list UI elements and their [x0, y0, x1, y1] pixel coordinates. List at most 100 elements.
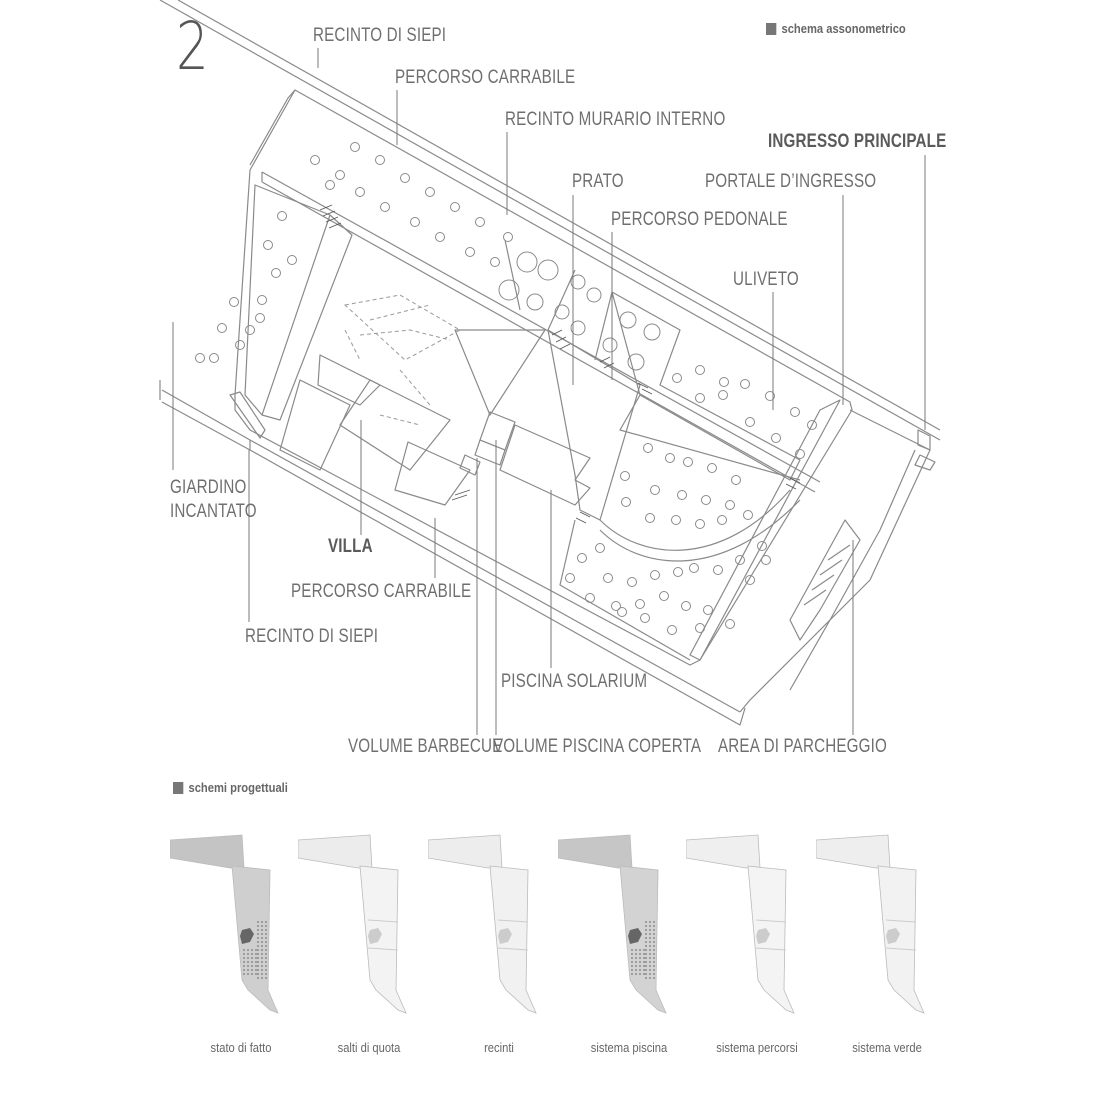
scheme-thumbnail	[428, 834, 537, 1014]
tree-icon	[659, 591, 669, 601]
tree-icon	[195, 353, 205, 363]
tree-icon	[695, 519, 705, 529]
tree-icon	[287, 255, 297, 265]
tree-icon	[565, 573, 575, 583]
tree-icon	[617, 607, 627, 617]
tree-icon	[595, 543, 605, 553]
scheme-caption: sistema piscina	[590, 1040, 668, 1055]
tree-icon	[503, 232, 513, 242]
tree-icon	[745, 575, 755, 585]
tree-icon	[570, 274, 586, 290]
label-villa: VILLA	[328, 536, 373, 557]
tree-icon	[611, 601, 621, 611]
tree-icon	[255, 313, 265, 323]
label-percorso-carrabile-top: PERCORSO CARRABILE	[395, 67, 576, 88]
tree-icon	[586, 287, 602, 303]
label-recinto-siepi-bottom: RECINTO DI SIEPI	[245, 626, 379, 647]
tree-icon	[643, 443, 653, 453]
tree-icon	[695, 365, 705, 375]
tree-icon	[450, 202, 460, 212]
scheme-thumbnail	[558, 834, 667, 1014]
tree-icon	[245, 325, 255, 335]
tree-icon	[672, 373, 682, 383]
tree-icon	[671, 515, 681, 525]
tree-icon	[650, 485, 660, 495]
tree-icon	[325, 180, 335, 190]
label-percorso-pedonale: PERCORSO PEDONALE	[611, 209, 788, 230]
tree-icon	[695, 623, 705, 633]
tree-icon	[271, 268, 281, 278]
tree-icon	[490, 257, 500, 267]
tree-icon	[689, 563, 699, 573]
label-uliveto: ULIVETO	[733, 269, 799, 290]
tree-icon	[410, 217, 420, 227]
tree-icon	[718, 390, 728, 400]
tree-icon	[765, 391, 775, 401]
tree-icon	[683, 457, 693, 467]
tree-icon	[277, 211, 287, 221]
label-incantato: INCANTATO	[170, 501, 257, 522]
tree-icon	[380, 202, 390, 212]
tree-icon	[263, 240, 273, 250]
tree-icon	[375, 155, 385, 165]
scheme-thumbnail	[686, 834, 795, 1014]
tree-icon	[537, 259, 559, 281]
label-giardino: GIARDINO	[170, 477, 247, 498]
tree-icon	[465, 247, 475, 257]
tree-icon	[585, 593, 595, 603]
tree-icon	[526, 293, 544, 311]
tree-icon	[790, 407, 800, 417]
scheme-thumbnail	[298, 834, 407, 1014]
tree-icon	[673, 567, 683, 577]
tree-icon	[435, 232, 445, 242]
tree-icon	[603, 573, 613, 583]
label-prato: PRATO	[572, 171, 624, 192]
tree-icon	[713, 565, 723, 575]
tree-icon	[725, 500, 735, 510]
tree-icon	[229, 297, 239, 307]
tree-icon	[725, 619, 735, 629]
parking-area	[789, 519, 861, 641]
tree-icon	[621, 497, 631, 507]
section-heading-schemes-text: schemi progettuali	[188, 780, 288, 795]
tree-icon	[554, 304, 570, 320]
scheme-thumbnail	[170, 834, 279, 1014]
scheme-caption: sistema verde	[852, 1040, 922, 1055]
tree-icon	[757, 541, 767, 551]
scheme-caption: sistema percorsi	[716, 1040, 798, 1055]
scheme-thumbnail	[816, 834, 925, 1014]
scheme-caption: stato di fatto	[210, 1040, 272, 1055]
square-bullet-icon	[766, 22, 777, 35]
tree-icon	[257, 295, 267, 305]
section-heading-schemes: schemi progettuali	[173, 780, 288, 795]
tree-icon	[217, 323, 227, 333]
tree-icon	[731, 475, 741, 485]
tree-icon	[335, 170, 345, 180]
tree-icon	[665, 453, 675, 463]
tree-icon	[681, 601, 691, 611]
tree-icon	[677, 490, 687, 500]
tree-icon	[707, 463, 717, 473]
tree-icon	[643, 323, 661, 341]
tree-icon	[795, 449, 805, 459]
label-area-parcheggio: AREA DI PARCHEGGIO	[718, 736, 887, 757]
tree-icon	[400, 173, 410, 183]
label-piscina-solarium: PISCINA SOLARIUM	[501, 671, 648, 692]
tree-icon	[740, 379, 750, 389]
outer-boundary-line-top	[159, 0, 941, 441]
tree-icon	[719, 377, 729, 387]
tree-icon	[310, 155, 320, 165]
tree-icon	[701, 495, 711, 505]
tree-icon	[645, 513, 655, 523]
tree-icon	[620, 471, 630, 481]
section-heading-axonometric: schema assonometrico	[766, 21, 906, 36]
site-platform-outline	[234, 89, 853, 666]
tree-icon	[650, 570, 660, 580]
tree-icon	[640, 613, 650, 623]
scheme-caption: recinti	[484, 1040, 514, 1055]
tree-icon	[743, 510, 753, 520]
tree-icon	[209, 353, 219, 363]
outer-boundary-line-bottom	[161, 401, 746, 726]
tree-icon	[235, 340, 245, 350]
label-portale-ingresso: PORTALE D’INGRESSO	[705, 171, 877, 192]
